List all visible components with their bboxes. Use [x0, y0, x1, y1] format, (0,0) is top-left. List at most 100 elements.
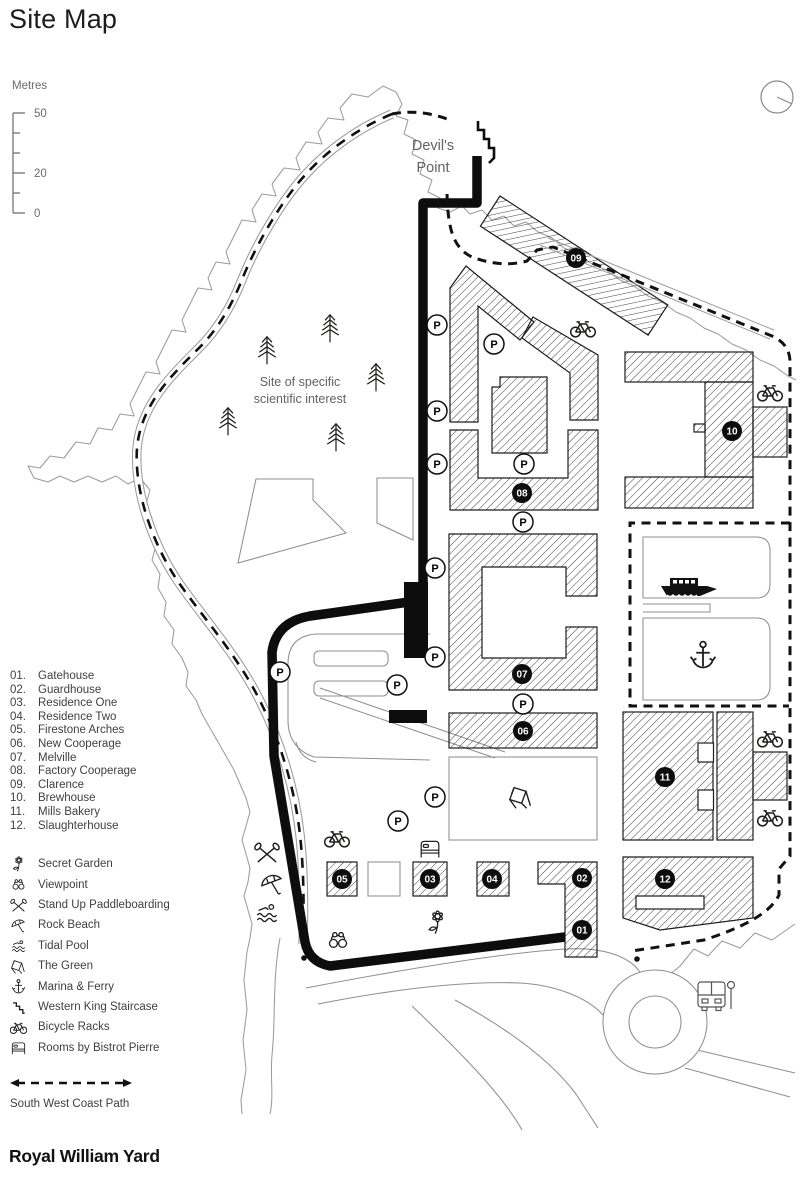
legend-amenity-row: Bicycle Racks	[10, 1017, 240, 1037]
legend-amenity-row: Western King Staircase	[10, 997, 240, 1017]
bicycle-icon	[10, 1022, 27, 1034]
buildings	[326, 195, 788, 958]
legend-building-row: 02.Guardhouse	[10, 683, 102, 696]
building-badges: 01 02 03 04 05 06 07 08 09 10 11 12	[332, 248, 742, 940]
parking-markers: P P P P P P P P P P P P P	[269, 314, 535, 832]
bicycle-icon	[756, 731, 784, 748]
sssi-label-line1: Site of specific	[260, 375, 341, 389]
tree-icon	[326, 423, 346, 452]
roads	[305, 948, 796, 1131]
building-badge-11: 11	[655, 767, 675, 787]
building-badge-08: 08	[512, 483, 532, 503]
svg-text:P: P	[276, 667, 283, 679]
bicycle-icon	[569, 321, 597, 338]
parking-marker: P	[387, 810, 409, 832]
svg-text:11: 11	[660, 773, 671, 784]
ferry-icon	[661, 578, 717, 598]
bed-icon	[11, 1042, 26, 1055]
bicycle-icon	[756, 810, 784, 827]
legend-building-row: 08.Factory Cooperage	[10, 765, 137, 778]
legend-building-row: 11.Mills Bakery	[10, 805, 100, 818]
building-07-melville	[448, 533, 598, 691]
parking-marker: P	[424, 557, 446, 579]
svg-text:01: 01	[576, 926, 588, 937]
svg-text:P: P	[490, 339, 497, 351]
open-areas	[237, 477, 598, 897]
svg-text:P: P	[433, 406, 440, 418]
parking-marker: P	[426, 314, 448, 336]
bicycle-icon	[756, 385, 784, 402]
legend-amenity-row: Rock Beach	[10, 915, 240, 935]
building-12-slaughterhouse	[622, 856, 754, 931]
building-badge-07: 07	[512, 664, 532, 684]
legend-building-row: 10.Brewhouse	[10, 792, 96, 805]
scale-bar: 50 20 0	[12, 108, 47, 220]
bus-stop-icon	[697, 980, 736, 1012]
legend-amenity-row: Marina & Ferry	[10, 976, 240, 996]
coast-path-dashed	[391, 110, 792, 953]
coast-road	[131, 109, 394, 961]
deckchair-icon	[11, 960, 25, 974]
sssi-label-line2: scientific interest	[254, 392, 347, 406]
legend-building-row: 01.Gatehouse	[10, 670, 95, 682]
parking-marker: P	[386, 674, 408, 696]
building-badge-06: 06	[513, 721, 533, 741]
legend-amenity-row: Stand Up Paddleboarding	[10, 895, 240, 915]
parking-marker: P	[512, 693, 534, 715]
legend-building-row: 03.Residence One	[10, 697, 118, 710]
building-badge-03: 03	[420, 869, 440, 889]
svg-text:P: P	[431, 652, 438, 664]
flower-icon	[428, 910, 444, 935]
building-badge-12: 12	[655, 869, 675, 889]
legend-building-row: 06.New Cooperage	[10, 737, 122, 750]
legend-amenity-row: Viewpoint	[10, 875, 240, 895]
svg-text:P: P	[433, 459, 440, 471]
legend-amenity-row: The Green	[10, 956, 240, 976]
legend-building-row: 07.Melville	[10, 751, 77, 764]
paddles-icon	[252, 841, 282, 863]
svg-text:P: P	[393, 680, 400, 692]
parking-marker: P	[513, 453, 535, 475]
svg-text:P: P	[519, 699, 526, 711]
coast-path-legend: South West Coast Path	[10, 1076, 240, 1110]
building-badge-05: 05	[332, 869, 352, 889]
swimmer-icon	[256, 904, 278, 923]
binoculars-icon	[328, 931, 348, 948]
coast-path-label: South West Coast Path	[10, 1098, 130, 1111]
coast-path-end-dot	[634, 956, 640, 962]
svg-text:P: P	[433, 320, 440, 332]
bicycle-icon	[323, 831, 351, 848]
legend-building-row: 12.Slaughterhouse	[10, 819, 119, 832]
sssi-area: Site of specific scientific interest	[218, 314, 386, 452]
svg-text:06: 06	[517, 727, 529, 738]
svg-text:10: 10	[726, 427, 738, 438]
building-08-factory-cooperage	[449, 265, 599, 511]
svg-text:05: 05	[336, 875, 348, 886]
flower-icon	[13, 856, 23, 872]
svg-text:02: 02	[576, 874, 588, 885]
legend: 01.Gatehouse 02.Guardhouse 03.Residence …	[10, 670, 240, 1110]
bed-icon	[420, 840, 440, 859]
svg-text:P: P	[519, 517, 526, 529]
legend-building-row: 09.Clarence	[10, 778, 85, 791]
umbrella-icon	[261, 874, 282, 895]
svg-text:04: 04	[486, 875, 498, 886]
tree-icon	[257, 336, 277, 365]
legend-building-row: 04.Residence Two	[10, 710, 117, 723]
tree-icon	[320, 314, 340, 343]
svg-text:P: P	[520, 459, 527, 471]
parking-marker: P	[424, 786, 446, 808]
page-title: Site Map	[9, 4, 118, 34]
devils-point-label-line2: Point	[416, 160, 449, 176]
tree-icon	[218, 407, 238, 436]
parking-marker: P	[426, 453, 448, 475]
brand-footer: Royal William Yard	[9, 1146, 160, 1166]
svg-text:08: 08	[516, 489, 528, 500]
parking-marker: P	[424, 646, 446, 668]
svg-text:P: P	[394, 816, 401, 828]
anchor-icon	[11, 979, 26, 994]
staircase-zigzag	[476, 121, 496, 164]
coast-path-sample-line	[10, 1079, 132, 1088]
